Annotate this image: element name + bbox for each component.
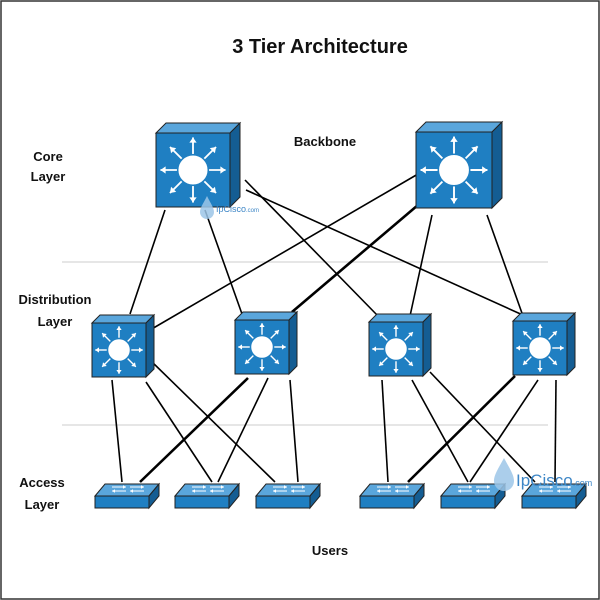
- dist-switch-3-side-face: [422, 312, 432, 378]
- link-line-16: [411, 379, 469, 483]
- access-switch-5-front-face: [440, 495, 496, 509]
- watermark-small: IpCisco.com: [200, 196, 259, 219]
- watermark-drop-icon-large: [494, 458, 514, 491]
- dist-switch-4-top-face: [511, 312, 577, 322]
- access-switch-1-front-face: [94, 495, 150, 509]
- dist-switch-3-multilayer-switch-icon: [372, 325, 420, 373]
- watermark-large: IpCisco.com: [494, 458, 592, 491]
- access-switch-1-switch-icon: [112, 485, 144, 493]
- access-switch-1[interactable]: [93, 482, 161, 510]
- access-switch-2[interactable]: [173, 482, 241, 510]
- core-switch-1-multilayer-switch-icon: [160, 137, 226, 203]
- access-switch-4[interactable]: [358, 482, 426, 510]
- access-switch-4-front-face: [359, 495, 415, 509]
- watermark-text: IpCisco.com: [216, 204, 259, 214]
- core-switch-1-top-face: [154, 122, 242, 134]
- access-switch-4-top-face: [358, 483, 426, 497]
- dist-switch-2[interactable]: [233, 310, 299, 376]
- access-switch-1-top-face: [93, 483, 161, 497]
- distribution-layer-label-line2: Layer: [38, 314, 73, 329]
- core-switch-2-multilayer-switch-icon: [420, 136, 488, 204]
- watermark-drop-icon: [200, 196, 214, 219]
- access-layer-label: Access: [19, 475, 65, 490]
- link-line-18: [407, 375, 516, 483]
- link-line-4: [245, 189, 526, 317]
- network-links: [111, 173, 557, 483]
- access-switch-6-front-face: [521, 495, 577, 509]
- access-switch-4-switch-icon: [377, 485, 409, 493]
- dist-switch-1-multilayer-switch-icon: [95, 326, 143, 374]
- dist-switch-2-side-face: [288, 310, 298, 376]
- link-line-14: [289, 379, 299, 483]
- link-line-19: [469, 379, 539, 483]
- link-line-3: [244, 179, 379, 317]
- access-layer-label-line2: Layer: [25, 497, 60, 512]
- access-switch-5-switch-icon: [458, 485, 490, 493]
- link-line-6: [291, 204, 419, 313]
- dist-switch-1-side-face: [145, 313, 155, 379]
- core-switch-2-top-face: [414, 121, 504, 133]
- dist-switch-1-top-face: [90, 314, 156, 324]
- access-switch-6[interactable]: [520, 482, 588, 510]
- core-layer-label: Core: [33, 149, 63, 164]
- access-switch-6-switch-icon: [539, 485, 571, 493]
- link-line-2: [204, 209, 243, 315]
- core-layer-label-line2: Layer: [31, 169, 66, 184]
- network-devices: [90, 120, 588, 510]
- core-switch-1[interactable]: [154, 121, 242, 209]
- dist-switch-2-top-face: [233, 311, 299, 321]
- dist-switch-4-side-face: [566, 311, 576, 377]
- link-line-8: [486, 214, 524, 317]
- access-switch-3-front-face: [255, 495, 311, 509]
- link-line-10: [145, 381, 213, 483]
- distribution-layer-label: Distribution: [19, 292, 92, 307]
- dist-switch-2-multilayer-switch-icon: [238, 323, 286, 371]
- access-switch-5[interactable]: [439, 482, 507, 510]
- access-switch-3-switch-icon: [273, 485, 305, 493]
- access-switch-2-top-face: [173, 483, 241, 497]
- dist-switch-1[interactable]: [90, 313, 156, 379]
- link-line-1: [129, 209, 166, 315]
- core-switch-2-side-face: [491, 120, 503, 210]
- dist-switch-4-multilayer-switch-icon: [516, 324, 564, 372]
- link-line-17: [429, 371, 536, 483]
- link-line-20: [554, 379, 557, 483]
- access-switch-2-switch-icon: [192, 485, 224, 493]
- watermark-text-large: IpCisco.com: [516, 471, 592, 490]
- dist-switch-3-top-face: [367, 313, 433, 323]
- link-line-11: [149, 359, 276, 483]
- backbone-label: Backbone: [294, 134, 356, 149]
- link-line-9: [111, 379, 123, 483]
- core-switch-2[interactable]: [414, 120, 504, 210]
- link-line-13: [217, 377, 269, 483]
- dist-switch-4[interactable]: [511, 311, 577, 377]
- access-switch-3[interactable]: [254, 482, 322, 510]
- access-switch-2-front-face: [174, 495, 230, 509]
- link-line-5: [149, 173, 419, 331]
- link-line-7: [409, 214, 433, 317]
- link-line-12: [139, 377, 249, 483]
- users-label: Users: [312, 543, 348, 558]
- link-line-15: [381, 379, 389, 483]
- access-switch-3-top-face: [254, 483, 322, 497]
- diagram-title: 3 Tier Architecture: [232, 36, 408, 58]
- core-switch-1-side-face: [229, 121, 241, 209]
- dist-switch-3[interactable]: [367, 312, 433, 378]
